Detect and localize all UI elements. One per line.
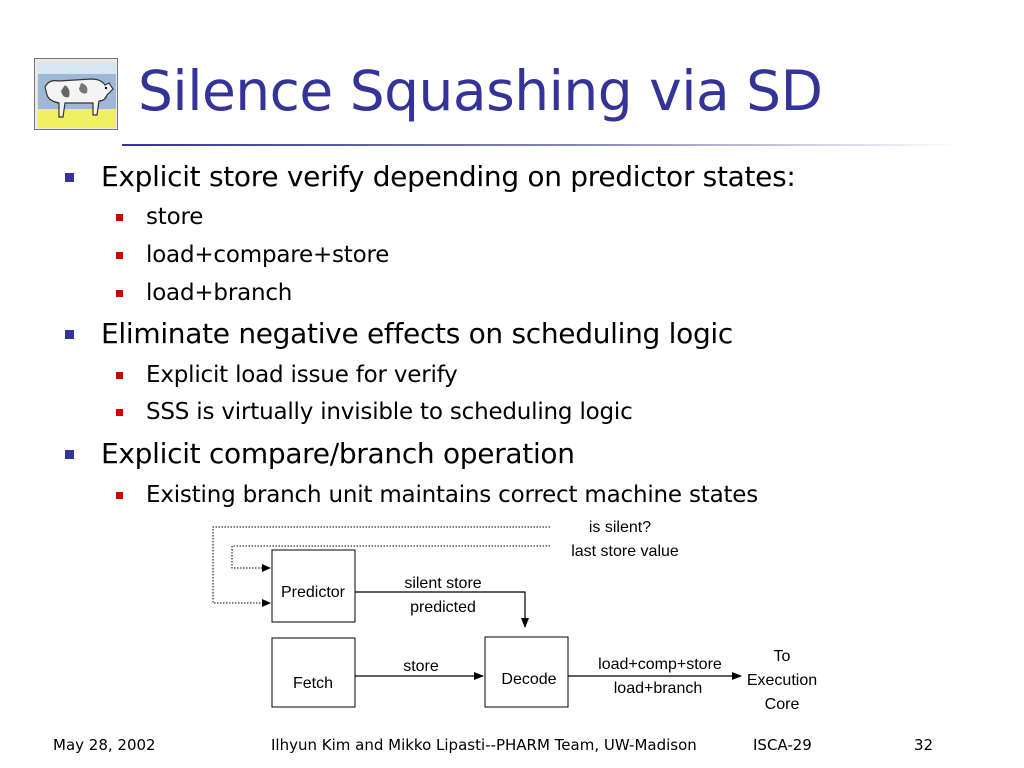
footer-venue: ISCA-29 xyxy=(753,736,812,754)
bullet-3: Explicit compare/branch operation xyxy=(65,437,575,470)
last-store-value-arrowhead xyxy=(262,564,271,572)
store-label: store xyxy=(403,658,439,675)
to-label: To xyxy=(774,648,791,665)
bullet-2-sub-2: SSS is virtually invisible to scheduling… xyxy=(116,399,633,425)
title-underline xyxy=(122,144,962,146)
footer-page-number: 32 xyxy=(914,736,934,754)
load-comp-store-label: load+comp+store xyxy=(598,656,722,673)
last-store-value-label: last store value xyxy=(571,543,679,560)
decode-box xyxy=(484,636,569,708)
predictor-label: Predictor xyxy=(281,584,346,601)
core-label: Core xyxy=(765,696,800,713)
is-silent-arrowhead xyxy=(262,599,271,607)
bullet-1-sub-2: load+compare+store xyxy=(115,242,390,268)
is-silent-label: is silent? xyxy=(589,519,651,536)
bullet-1-sub-3: load+branch xyxy=(115,280,293,306)
bullet-1: Explicit store verify depending on predi… xyxy=(65,160,796,193)
predicted-to-decode-arrow xyxy=(355,591,529,628)
execution-label: Execution xyxy=(747,672,817,689)
bullet-1-sub-1: store xyxy=(115,204,204,230)
bullet-2-sub-1: Explicit load issue for verify xyxy=(116,362,458,388)
predicted-label: predicted xyxy=(410,599,476,616)
cow-painting-logo-icon xyxy=(34,58,118,130)
fetch-box xyxy=(271,637,356,708)
footer-authors: Ilhyun Kim and Mikko Lipasti--PHARM Team… xyxy=(271,736,697,754)
predictor-box xyxy=(271,549,356,623)
load-branch-label: load+branch xyxy=(614,680,703,697)
last-store-value-feedback-path xyxy=(231,545,550,569)
fetch-label: Fetch xyxy=(293,675,333,692)
silent-store-label: silent store xyxy=(404,575,481,592)
slide-title: Silence Squashing via SD xyxy=(138,59,823,123)
footer-date: May 28, 2002 xyxy=(53,736,156,754)
decode-label: Decode xyxy=(501,671,556,688)
bullet-3-sub-1: Existing branch unit maintains correct m… xyxy=(115,482,759,508)
is-silent-feedback-path xyxy=(212,526,550,604)
bullet-2: Eliminate negative effects on scheduling… xyxy=(65,317,733,350)
